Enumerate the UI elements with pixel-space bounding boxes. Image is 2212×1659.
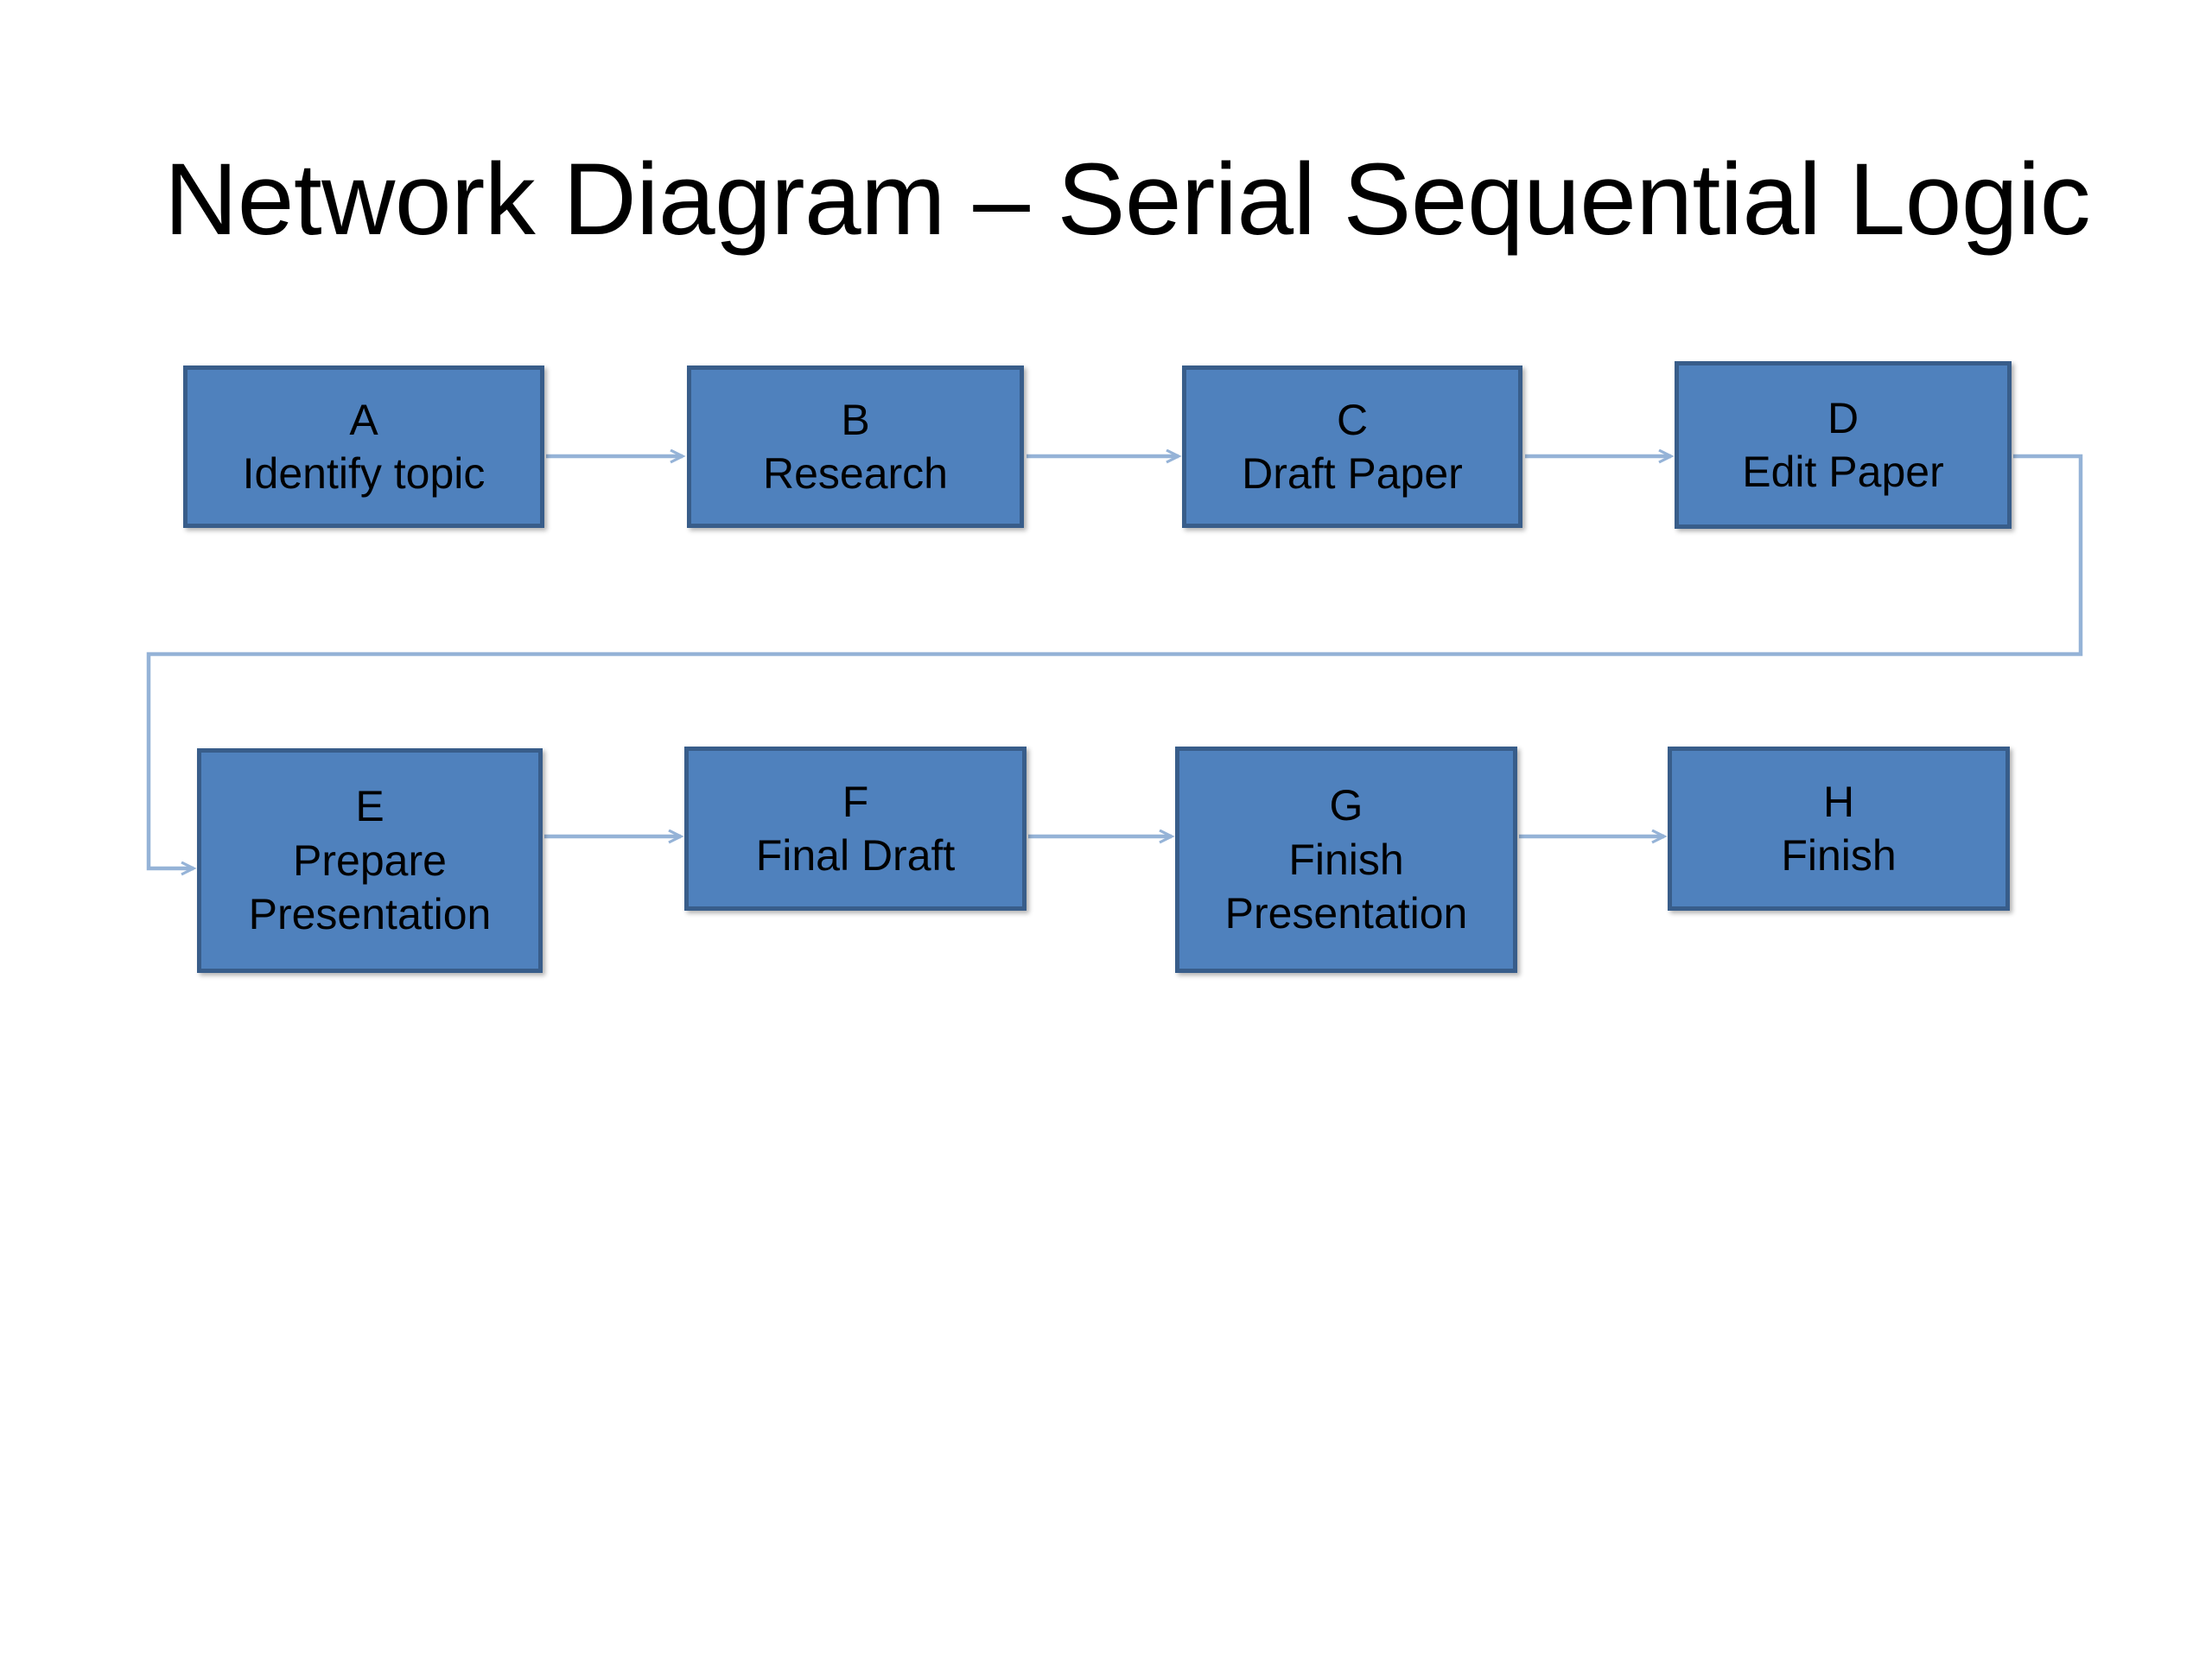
node-e-label: Prepare Presentation <box>248 836 492 939</box>
node-c-label: Draft Paper <box>1242 449 1463 498</box>
node-g-label: Finish Presentation <box>1224 835 1468 938</box>
node-c[interactable]: C Draft Paper <box>1182 365 1522 528</box>
node-b-label: Research <box>763 449 948 498</box>
node-e[interactable]: E Prepare Presentation <box>197 748 543 973</box>
node-c-id: C <box>1336 395 1369 444</box>
node-e-id: E <box>355 782 385 831</box>
node-g[interactable]: G Finish Presentation <box>1175 747 1517 973</box>
node-b[interactable]: B Research <box>687 365 1024 528</box>
node-d-id: D <box>1827 393 1859 442</box>
node-f[interactable]: F Final Draft <box>684 747 1027 911</box>
node-a-label: Identify topic <box>242 449 486 498</box>
page-title: Network Diagram – Serial Sequential Logi… <box>164 143 2091 257</box>
node-f-id: F <box>842 777 869 826</box>
node-h-label: Finish <box>1781 831 1897 880</box>
node-a-id: A <box>349 395 378 444</box>
node-f-label: Final Draft <box>755 831 956 880</box>
node-d-label: Edit Paper <box>1742 448 1944 496</box>
node-h-id: H <box>1822 777 1855 826</box>
node-b-id: B <box>841 395 870 444</box>
node-a[interactable]: A Identify topic <box>183 365 544 528</box>
node-d[interactable]: D Edit Paper <box>1675 361 2012 529</box>
node-h[interactable]: H Finish <box>1668 747 2010 911</box>
node-g-id: G <box>1329 781 1363 830</box>
